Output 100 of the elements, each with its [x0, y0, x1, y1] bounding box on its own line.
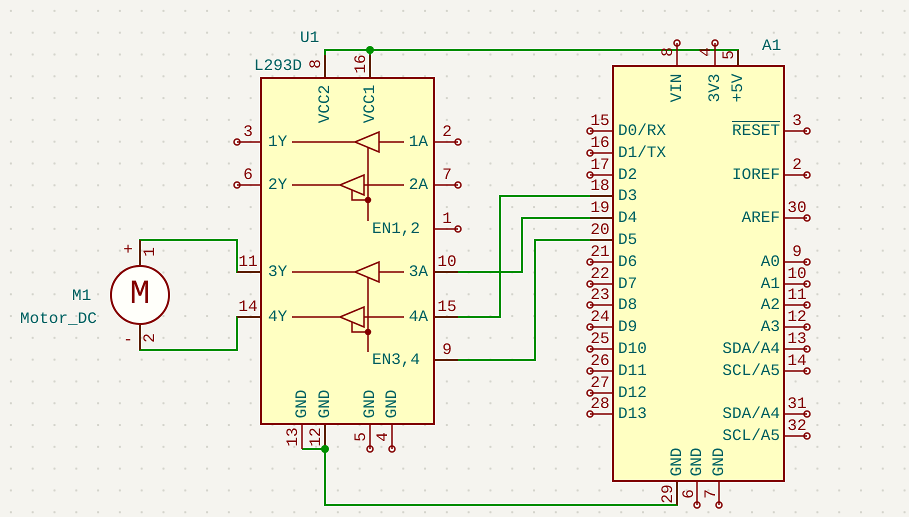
pin-name: GND: [689, 448, 705, 476]
pin-name: 4A: [408, 309, 428, 325]
pin-name: D6: [618, 254, 638, 270]
pin-number: 8: [308, 59, 324, 69]
reference-designator: M1: [72, 288, 92, 304]
pin-name: GND: [294, 390, 310, 418]
pin-number: 6: [243, 167, 253, 183]
pin-number: 3: [792, 113, 802, 129]
pin-name: D4: [618, 210, 638, 226]
pin-number: 15: [590, 113, 610, 129]
pin-name: IOREF: [732, 167, 780, 183]
pin-number: 32: [787, 418, 807, 434]
reference-designator: A1: [762, 38, 782, 54]
pin-number: 26: [590, 353, 610, 369]
pin-name: 1Y: [268, 134, 288, 150]
pin-name: A1: [760, 276, 780, 292]
pin-number: 25: [590, 331, 610, 347]
pin-name: D8: [618, 297, 638, 313]
pin-name: D2: [618, 167, 638, 183]
reference-designator: U1: [300, 30, 320, 46]
pin-name: GND: [384, 390, 400, 418]
pin-name: 3A: [408, 264, 428, 280]
pin-number: 3: [243, 124, 253, 140]
pin-name: D12: [618, 385, 647, 401]
pin-number: 14: [238, 299, 258, 315]
pin-name: VIN: [669, 74, 685, 102]
pin-number: 29: [660, 484, 676, 504]
pin-name: D1/TX: [618, 145, 666, 161]
pin-name: GND: [317, 390, 333, 418]
pin-number: 6: [681, 489, 697, 499]
pin-number: 21: [590, 244, 610, 260]
pin-number: 13: [285, 427, 301, 447]
pin-number: 2: [792, 157, 802, 173]
pin-number: 28: [590, 396, 610, 412]
pin-name: 3Y: [268, 264, 288, 280]
pin-name: 2A: [408, 177, 428, 193]
pin-number: 20: [590, 222, 610, 238]
pin-name: D11: [618, 363, 647, 379]
pin-name: EN1,2: [372, 221, 420, 237]
pin-name: VCC1: [362, 84, 378, 124]
pin-number: 11: [787, 287, 807, 303]
pin-number: 2: [442, 124, 452, 140]
pin-name: 2Y: [268, 177, 288, 193]
pin-name: SCL/A5: [722, 363, 780, 379]
pin-name: 1A: [408, 134, 428, 150]
pin-name: +5V: [730, 74, 746, 102]
pin-number: 8: [660, 47, 676, 57]
pin-number: 16: [353, 54, 369, 74]
pin-name: D13: [618, 406, 647, 422]
pin-number: 10: [437, 254, 457, 270]
part-value: L293D: [254, 58, 302, 74]
pin-number: 27: [590, 375, 610, 391]
motor-letter: M: [130, 278, 150, 312]
pin-number: 9: [442, 342, 452, 358]
pin-name: RESET: [732, 123, 780, 139]
part-value: Motor_DC: [20, 311, 97, 327]
pin-number: 24: [590, 309, 610, 325]
pin-name: D7: [618, 276, 638, 292]
pin-number: 5: [721, 50, 737, 60]
pin-name: SCL/A5: [722, 428, 780, 444]
pin-name: 3V3: [707, 74, 723, 102]
pin-number: 23: [590, 287, 610, 303]
polarity-sign: -: [123, 332, 133, 348]
pin-number: 17: [590, 157, 610, 173]
pin-name: D0/RX: [618, 123, 666, 139]
pin-number: 1: [442, 211, 452, 227]
pin-name: A2: [760, 297, 780, 313]
pin-number: 9: [792, 244, 802, 260]
pin-name: SDA/A4: [722, 406, 780, 422]
pin-name: EN3,4: [372, 352, 420, 368]
pin-number: 4: [375, 432, 391, 442]
pin-name: A0: [760, 254, 780, 270]
pin-number: 30: [787, 200, 807, 216]
pin-number: 5: [353, 432, 369, 442]
pin-name: AREF: [742, 210, 780, 226]
pin-number: 7: [442, 167, 452, 183]
pin-number: 4: [698, 47, 714, 57]
pin-number: 1: [142, 247, 158, 257]
pin-number: 13: [787, 331, 807, 347]
pin-name: D5: [618, 232, 638, 248]
pin-number: 31: [787, 396, 807, 412]
pin-name: SDA/A4: [722, 341, 780, 357]
pin-name: 4Y: [268, 309, 288, 325]
pin-number: 14: [787, 353, 807, 369]
pin-name: GND: [362, 390, 378, 418]
pin-number: 15: [437, 299, 457, 315]
pin-name: VCC2: [317, 84, 333, 124]
pin-name: A3: [760, 319, 780, 335]
pin-number: 12: [787, 309, 807, 325]
pin-number: 7: [703, 489, 719, 499]
pin-name: GND: [711, 448, 727, 476]
pin-number: 10: [787, 266, 807, 282]
pin-name: D9: [618, 319, 638, 335]
polarity-sign: +: [123, 242, 133, 258]
pin-number: 22: [590, 266, 610, 282]
pin-number: 12: [308, 427, 324, 447]
pin-number: 16: [590, 135, 610, 151]
pin-number: 11: [238, 254, 258, 270]
pin-number: 18: [590, 178, 610, 194]
pin-number: 19: [590, 200, 610, 216]
